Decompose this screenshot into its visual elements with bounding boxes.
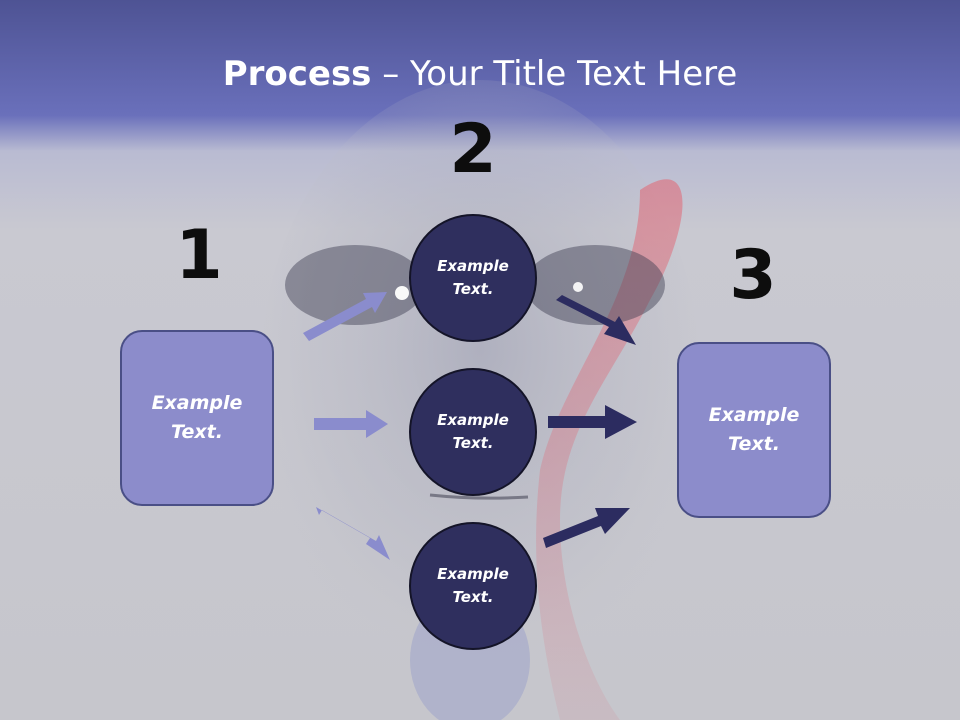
slide-title: Process – Your Title Text Here (0, 52, 960, 96)
left-step-box[interactable]: Example Text. (120, 330, 274, 506)
arrow-right-up (543, 508, 630, 548)
left-box-text-line2: Text. (171, 421, 223, 443)
circle-middle[interactable]: Example Text. (409, 368, 537, 496)
circle-top-line1: Example (437, 257, 509, 275)
title-bold: Process (222, 54, 372, 94)
right-step-box[interactable]: Example Text. (677, 342, 831, 518)
right-box-text-line1: Example (708, 404, 800, 426)
arrow-left-up (303, 292, 387, 341)
left-box-text-line1: Example (151, 392, 243, 414)
step-number-2: 2 (449, 110, 497, 189)
arrow-left-down (316, 507, 390, 560)
arrow-left-straight (314, 410, 388, 438)
right-box-text-line2: Text. (728, 433, 780, 455)
circle-bottom[interactable]: Example Text. (409, 522, 537, 650)
circle-top-line2: Text. (452, 280, 494, 298)
circle-top[interactable]: Example Text. (409, 214, 537, 342)
circle-middle-line2: Text. (452, 434, 494, 452)
circle-bottom-line2: Text. (452, 588, 494, 606)
title-rest: – Your Title Text Here (371, 54, 738, 94)
circle-middle-line1: Example (437, 411, 509, 429)
step-number-3: 3 (729, 236, 777, 315)
arrow-right-down (556, 295, 636, 345)
step-number-1: 1 (175, 216, 223, 295)
circle-bottom-line1: Example (437, 565, 509, 583)
arrow-right-straight (548, 405, 637, 439)
